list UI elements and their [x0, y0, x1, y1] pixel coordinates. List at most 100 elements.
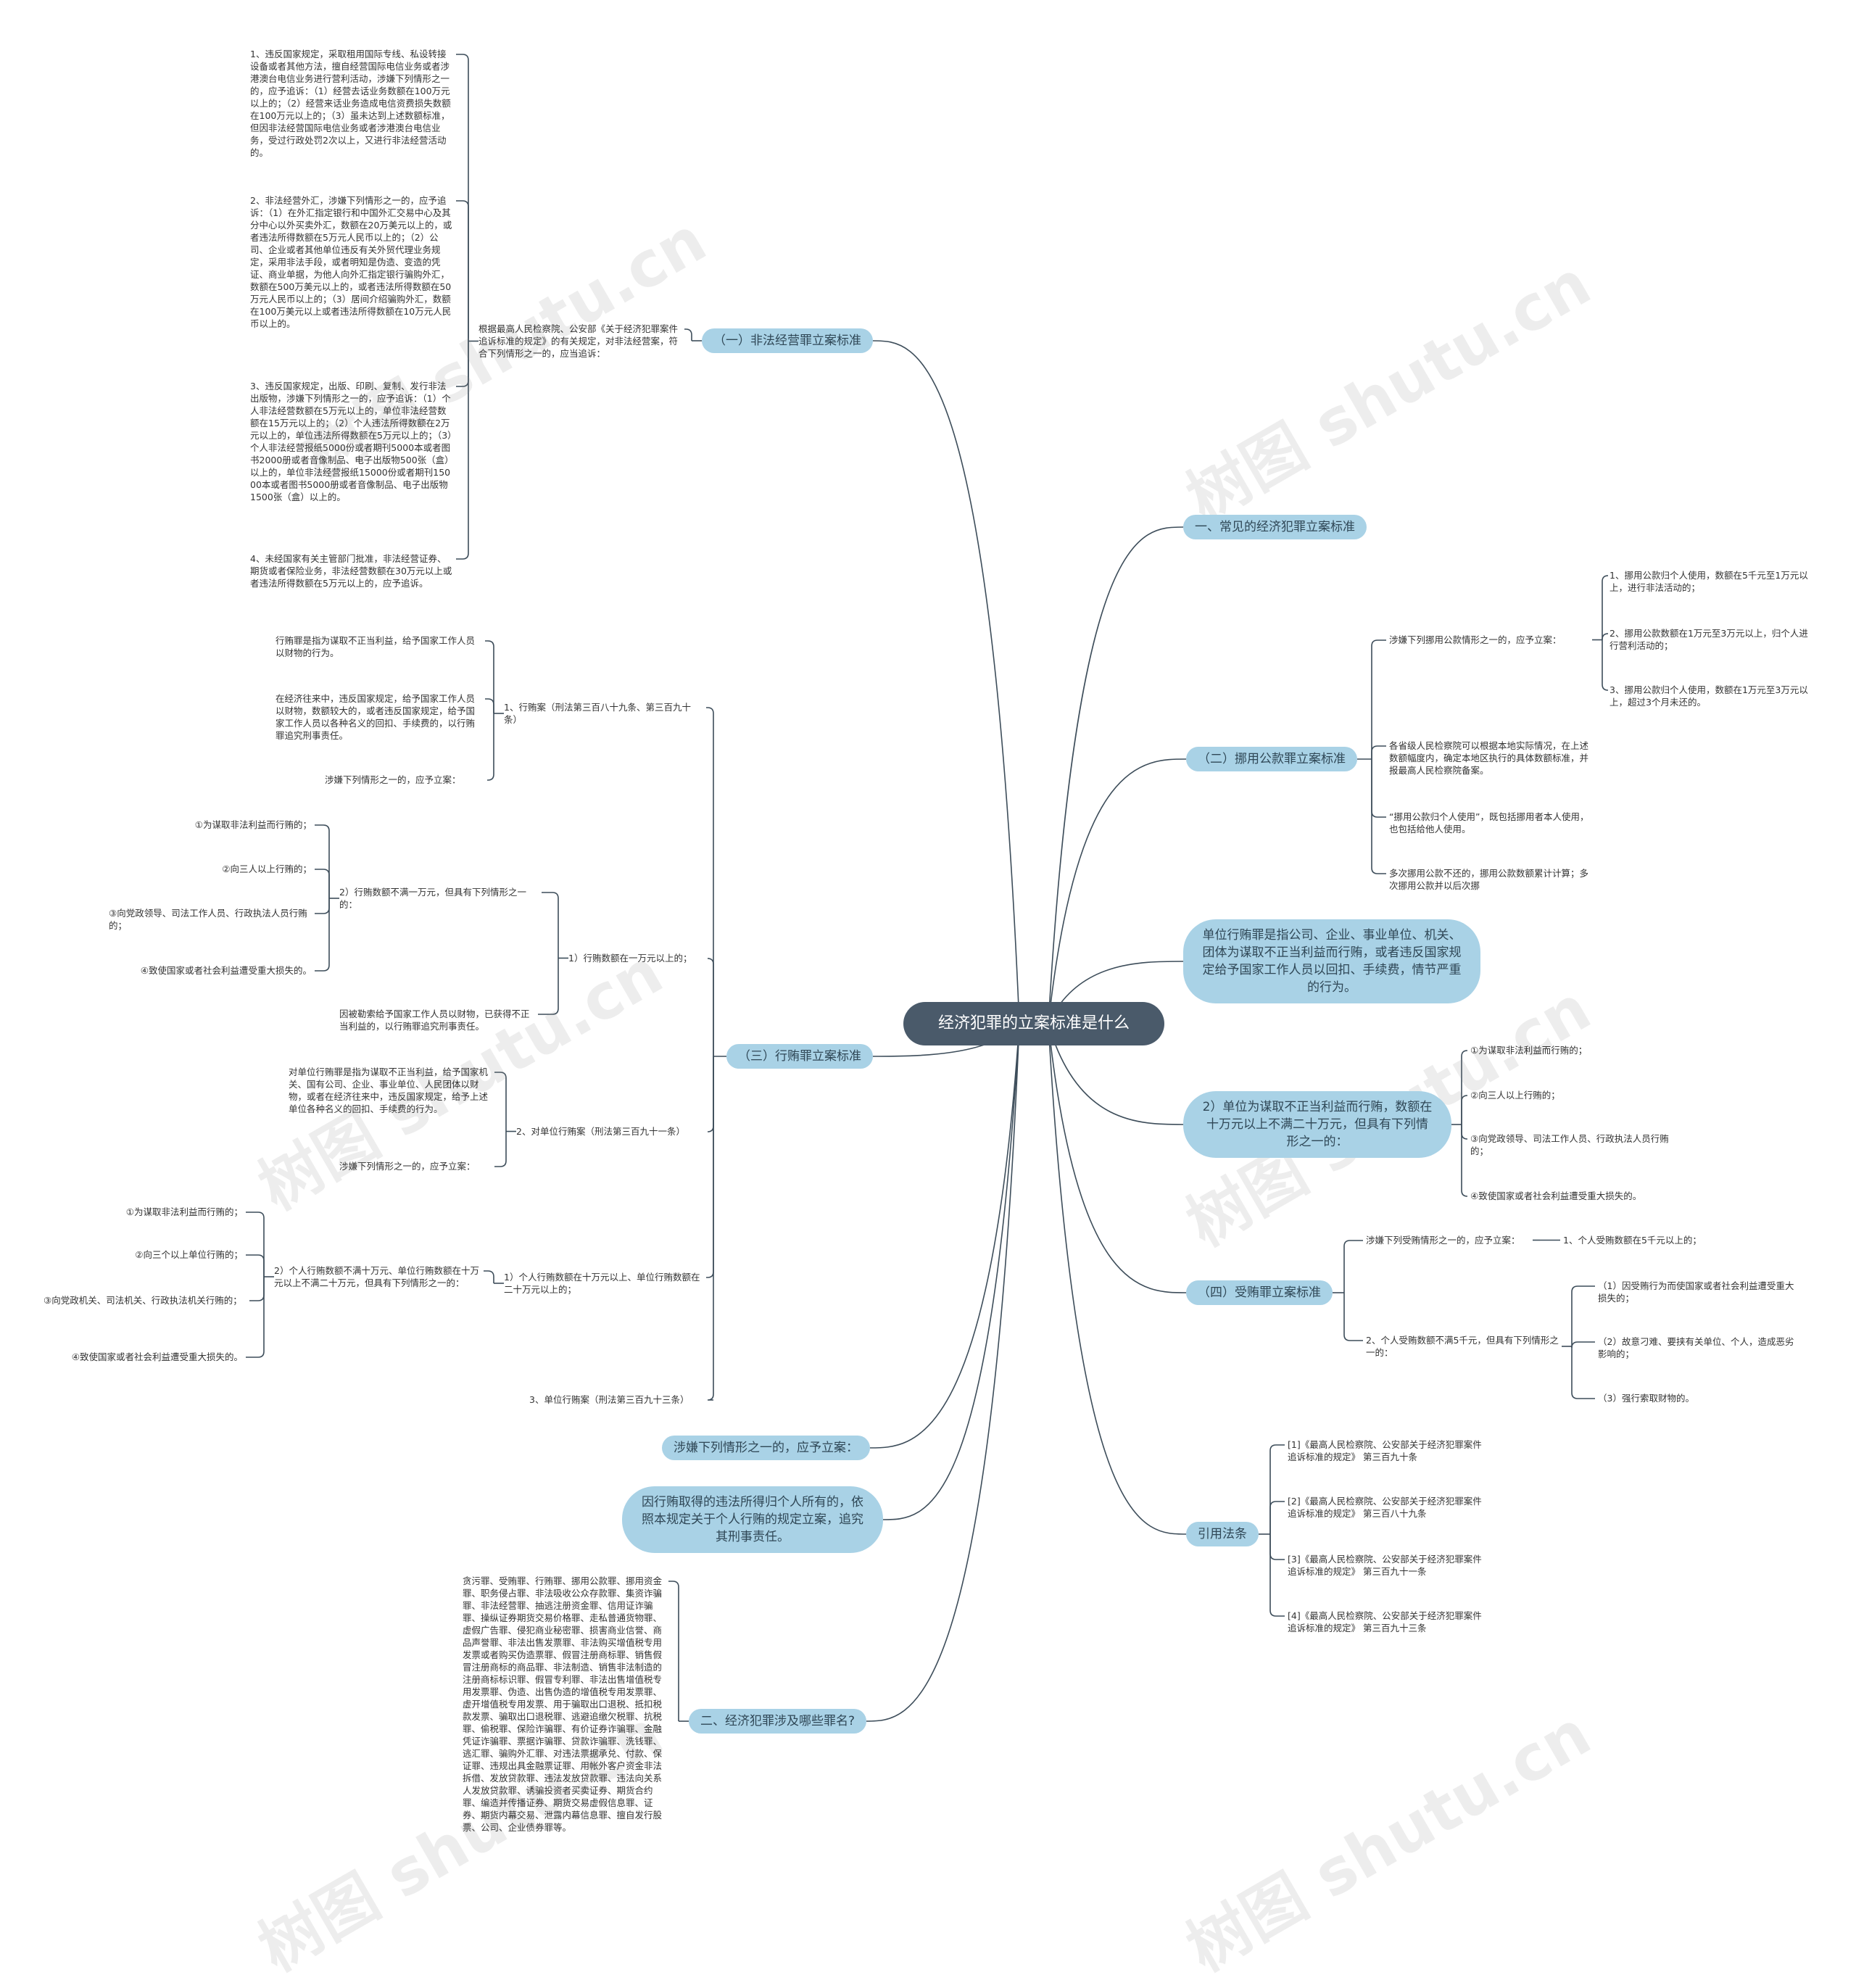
bribery-case-3: 3、单位行贿案（刑法第三百九十三条）: [529, 1394, 689, 1405]
connector: [315, 898, 330, 972]
bribe-taking-item: （1）因受贿行为而使国家或者社会利益遭受重大损失的；: [1598, 1280, 1794, 1304]
bribery-sub-item: ②向三个以上单位行贿的；: [135, 1249, 243, 1260]
branch-bribery[interactable]: （三）行贿罪立案标准: [726, 1044, 873, 1069]
connector: [1343, 1240, 1363, 1293]
unit-condition-item: ③向党政领导、司法工作人员、行政执法人员行贿的；: [1470, 1133, 1669, 1156]
bribery-case-2-sub: 2）个人行贿数额不满十万元、单位行贿数额在十万元以上不满二十万元，但具有下列情形…: [274, 1265, 479, 1288]
connector: [869, 1023, 1020, 1449]
connector: [1571, 1285, 1595, 1346]
cited-law-item: [4]《最高人民检察院、公安部关于经济犯罪案件追诉标准的规定》 第三百九十三条: [1288, 1610, 1482, 1633]
connector: [707, 1056, 714, 1132]
embezzlement-condition: 涉嫌下列挪用公款情形之一的，应予立案：: [1389, 634, 1562, 645]
connector: [882, 1023, 1020, 1520]
connector: [246, 1254, 265, 1277]
illegal-business-item: 1、违反国家规定，采取租用国际专线、私设转接设备或者其他方法，擅自经营国际电信业…: [250, 49, 451, 158]
connector: [1048, 1023, 1184, 1125]
cited-law-item: [2]《最高人民检察院、公安部关于经济犯罪案件追诉标准的规定》 第三百八十九条: [1288, 1496, 1482, 1519]
embezzlement-item: 3、挪用公款归个人使用，数额在1万元至3万元以上，超过3个月未还的。: [1610, 684, 1808, 708]
embezzlement-note: “挪用公款归个人使用”，既包括挪用者本人使用，也包括给他人使用。: [1389, 811, 1589, 834]
connector: [1048, 526, 1184, 1024]
connector: [706, 1056, 714, 1278]
connector: [1602, 633, 1609, 640]
connector: [684, 328, 692, 341]
branch-embezzlement[interactable]: （二）挪用公款罪立案标准: [1186, 747, 1357, 771]
connector: [1269, 1534, 1285, 1617]
connector: [249, 1277, 265, 1301]
branch-bribe-taking[interactable]: （四）受贿罪立案标准: [1186, 1280, 1333, 1305]
unit-condition-item: ①为谋取非法利益而行贿的；: [1470, 1045, 1588, 1056]
connector: [1602, 575, 1609, 640]
connector: [1269, 1444, 1285, 1534]
connector-lines: [246, 54, 1609, 1722]
connector: [1461, 1125, 1468, 1140]
connector: [706, 707, 714, 1056]
connector: [456, 54, 469, 341]
bribery-case-2: 2、对单位行贿案（刑法第三百九十一条）: [516, 1126, 685, 1137]
bribery-sub-item: ①为谋取非法利益而行贿的；: [125, 1206, 243, 1217]
root-topic[interactable]: 经济犯罪的立案标准是什么: [903, 1002, 1164, 1045]
unit-condition-item: ④致使国家或者社会利益遭受重大损失的。: [1470, 1190, 1642, 1201]
connector: [1461, 1095, 1468, 1125]
connector: [1461, 1050, 1468, 1125]
connector: [485, 698, 494, 713]
connector: [315, 869, 330, 898]
unit-bribery-condition[interactable]: 2）单位为谋取不正当利益而行贿，数额在十万元以上不满二十万元，但具有下列情形之一…: [1183, 1091, 1451, 1158]
illegal-gains-note[interactable]: 因行贿取得的违法所得归个人所有的，依照本规定关于个人行贿的规定立案，追究其刑事责…: [622, 1486, 883, 1553]
bribery-sub-item: ②向三人以上行贿的；: [222, 863, 312, 874]
branch-illegal-business[interactable]: （一）非法经营罪立案标准: [702, 328, 873, 353]
connector: [456, 200, 469, 341]
bribery-condition: 涉嫌下列情形之一的，应予立案：: [325, 774, 461, 785]
filing-condition-pill[interactable]: 涉嫌下列情形之一的，应予立案：: [662, 1436, 870, 1460]
connector: [1571, 1346, 1595, 1399]
branch-cited-laws[interactable]: 引用法条: [1186, 1522, 1259, 1546]
connector: [246, 1277, 265, 1358]
connector: [494, 1131, 507, 1167]
bribe-taking-item: （2）故意刁难、要挟有关单位、个人，造成恶劣影响的；: [1598, 1336, 1794, 1359]
connector: [1048, 1023, 1187, 1293]
embezzlement-note: 各省级人民检察院可以根据本地实际情况，在上述数额幅度内，确定本地区执行的具体数额…: [1389, 740, 1589, 776]
cited-law-item: [3]《最高人民检察院、公安部关于经济犯罪案件追诉标准的规定》 第三百九十一条: [1288, 1554, 1482, 1577]
branch-common-standards[interactable]: 一、常见的经济犯罪立案标准: [1183, 515, 1367, 539]
bribery-amount-condition: 1）行贿数额在一万元以上的；: [568, 953, 692, 964]
crime-names-list: 贪污罪、受贿罪、行贿罪、挪用公款罪、挪用资金罪、职务侵占罪、非法吸收公众存款罪、…: [463, 1575, 663, 1833]
connector: [707, 958, 714, 1056]
connector: [1461, 1125, 1468, 1197]
connector: [1571, 1341, 1595, 1349]
connector: [1371, 639, 1386, 759]
connector: [487, 713, 494, 781]
bribery-sub-item: ④致使国家或者社会利益遭受重大损失的。: [140, 965, 312, 976]
bribe-taking-item: 1、个人受贿数额在5千元以上的；: [1563, 1235, 1702, 1246]
cited-law-item: [1]《最高人民检察院、公安部关于经济犯罪案件追诉标准的规定》 第三百九十条: [1288, 1439, 1482, 1462]
unit-bribery-definition[interactable]: 单位行贿罪是指公司、企业、事业单位、机关、团体为谋取不正当利益而行贿，或者违反国…: [1183, 919, 1480, 1003]
connector: [1048, 758, 1187, 1024]
connector: [538, 958, 559, 1015]
bribery-definition: 行贿罪是指为谋取不正当利益，给予国家工作人员以财物的行为。: [276, 635, 476, 658]
bribery-case-2-amount: 1）个人行贿数额在十万元以上、单位行贿数额在二十万元以上的；: [504, 1272, 700, 1295]
branch-crime-names[interactable]: 二、经济犯罪涉及哪些罪名?: [689, 1709, 867, 1734]
connector: [1269, 1534, 1285, 1560]
connector: [484, 1270, 494, 1283]
illegal-business-intro: 根据最高人民检察院、公安部《关于经济犯罪案件追诉标准的规定》的有关规定，对非法经…: [478, 323, 679, 359]
connector: [315, 824, 330, 898]
connector: [1371, 759, 1386, 874]
bribery-sub-item: ③向党政领导、司法工作人员、行政执法人员行贿的；: [109, 908, 307, 931]
bribe-taking-condition: 2、个人受贿数额不满5千元，但具有下列情形之一的：: [1366, 1335, 1559, 1358]
bribery-case-1: 1、行贿案（刑法第三百八十九条、第三百九十条）: [504, 702, 691, 725]
connector: [485, 640, 494, 713]
connector: [456, 341, 469, 560]
connector: [494, 1072, 507, 1132]
illegal-business-item: 2、非法经营外汇，涉嫌下列情形之一的，应予追诉：（1）在外汇指定银行和中国外汇交…: [250, 195, 452, 329]
bribery-sub-item: ④致使国家或者社会利益遭受重大损失的。: [71, 1351, 243, 1362]
unit-bribery-definition-left: 对单位行贿罪是指为谋取不正当利益，给予国家机关、国有公司、企业、事业单位、人民团…: [289, 1067, 489, 1114]
embezzlement-note: 多次挪用公款不还的，挪用公款数额累计计算；多次挪用公款并以后次挪: [1389, 868, 1589, 891]
connector: [1371, 745, 1386, 759]
bribery-extortion-note: 因被勒索给予国家工作人员以财物，已获得不正当利益的，以行贿罪追究刑事责任。: [339, 1009, 530, 1032]
bribery-definition: 在经济往来中，违反国家规定，给予国家工作人员以财物，数额较大的，或者违反国家规定…: [276, 693, 476, 741]
bribe-taking-item: （3）强行索取财物的。: [1598, 1393, 1694, 1404]
illegal-business-item: 3、违反国家规定，出版、印刷、复制、发行非法出版物，涉嫌下列情形之一的，应予追诉…: [250, 381, 452, 502]
connector: [246, 1212, 265, 1277]
bribery-condition: 涉嫌下列情形之一的，应予立案：: [339, 1161, 476, 1172]
connector: [542, 892, 559, 958]
bribery-sub-item: ③向党政机关、司法机关、行政执法机关行贿的；: [44, 1295, 242, 1306]
connector: [1048, 1023, 1187, 1535]
